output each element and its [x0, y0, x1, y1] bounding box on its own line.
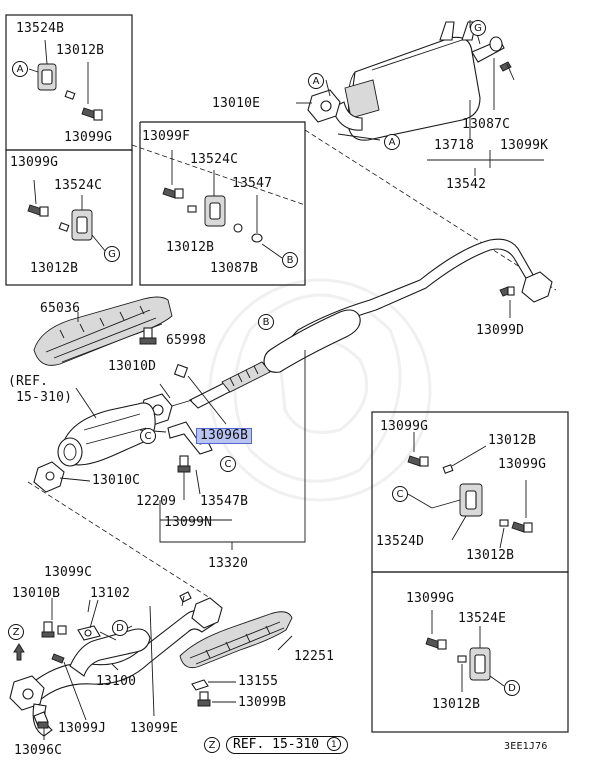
nut-13010D — [173, 363, 189, 379]
dashed-guides — [27, 129, 557, 599]
label-13012B-c: 13012B — [166, 240, 215, 255]
watermark-logo — [208, 278, 432, 502]
label-12251: 12251 — [294, 649, 335, 664]
label-13099B: 13099B — [238, 695, 287, 710]
label-13012B-f: 13012B — [432, 697, 481, 712]
callout-C-3: C — [392, 486, 408, 502]
label-13102: 13102 — [90, 586, 131, 601]
callout-D-1: D — [504, 680, 520, 696]
label-13087C: 13087C — [462, 117, 511, 132]
label-65998: 65998 — [166, 333, 207, 348]
heat-shield-65036 — [33, 296, 173, 366]
label-13010D: 13010D — [108, 359, 157, 374]
callout-G-2: G — [470, 20, 486, 36]
label-13524E: 13524E — [458, 611, 507, 626]
callout-A-3: A — [384, 134, 400, 150]
label-13547: 13547 — [232, 176, 273, 191]
label-13099D: 13099D — [476, 323, 525, 338]
label-13099G-e: 13099G — [406, 591, 455, 606]
label-13010C: 13010C — [92, 473, 141, 488]
hanger-box-right — [371, 411, 569, 733]
callout-D-2: D — [112, 620, 128, 636]
front-exhaust-pipe — [9, 591, 293, 740]
label-13010B: 13010B — [12, 586, 61, 601]
label-13524D: 13524D — [376, 534, 425, 549]
rear-muffler — [296, 20, 515, 141]
label-13012B-a: 13012B — [56, 43, 105, 58]
label-13099J: 13099J — [58, 721, 107, 736]
label-13087B: 13087B — [210, 261, 259, 276]
label-13012B-d: 13012B — [488, 433, 537, 448]
ref-bottom-text: REF. 15-310 — [233, 737, 320, 752]
label-13012B-b: 13012B — [30, 261, 79, 276]
label-13012B-e: 13012B — [466, 548, 515, 563]
label-13099N: 13099N — [164, 515, 213, 530]
label-13542: 13542 — [446, 177, 487, 192]
center-label-bracket — [159, 350, 306, 550]
ref-box-bottom[interactable]: REF. 15-310 1 — [226, 736, 348, 754]
label-13155: 13155 — [238, 674, 279, 689]
label-13320: 13320 — [208, 556, 249, 571]
label-13100: 13100 — [96, 674, 137, 689]
label-13099G-a: 13099G — [64, 130, 113, 145]
hanger-box-top-left — [5, 14, 133, 286]
label-13547B: 13547B — [200, 494, 249, 509]
label-13099K: 13099K — [500, 138, 549, 153]
label-65036: 65036 — [40, 301, 81, 316]
center-exhaust-pipe — [139, 238, 553, 427]
label-13099C: 13099C — [44, 565, 93, 580]
callout-Z-1: Z — [8, 624, 24, 640]
callout-A-2: A — [308, 73, 324, 89]
label-13524C-b: 13524C — [190, 152, 239, 167]
ref-label-line1: (REF. — [8, 374, 49, 389]
label-13099G-b: 13099G — [10, 155, 59, 170]
callout-Z-bottom: Z — [204, 737, 220, 753]
ref-label-line2: 15-310) — [16, 390, 73, 405]
label-13099E: 13099E — [130, 721, 179, 736]
callout-B-1: B — [282, 252, 298, 268]
diagram-code: 3EE1J76 — [504, 741, 548, 752]
label-13096B-highlighted[interactable]: 13096B — [196, 428, 253, 444]
label-13524B: 13524B — [16, 21, 65, 36]
label-13099F: 13099F — [142, 129, 191, 144]
hanger-box-center-top — [139, 121, 306, 286]
callout-G-1: G — [104, 246, 120, 262]
label-13010E: 13010E — [212, 96, 261, 111]
bracket-13096B — [139, 375, 227, 500]
label-12209: 12209 — [136, 494, 177, 509]
label-13718: 13718 — [434, 138, 475, 153]
callout-C-2: C — [220, 456, 236, 472]
ref-bottom-number: 1 — [326, 736, 341, 751]
callout-A-1: A — [12, 61, 28, 77]
label-13099G-c: 13099G — [380, 419, 429, 434]
label-13524C-a: 13524C — [54, 178, 103, 193]
callout-B-2: B — [258, 314, 274, 330]
catalytic-converter — [33, 387, 156, 493]
label-13099G-d: 13099G — [498, 457, 547, 472]
label-13096C: 13096C — [14, 743, 63, 758]
callout-C-1: C — [140, 428, 156, 444]
muffler-label-bracket — [427, 150, 544, 176]
